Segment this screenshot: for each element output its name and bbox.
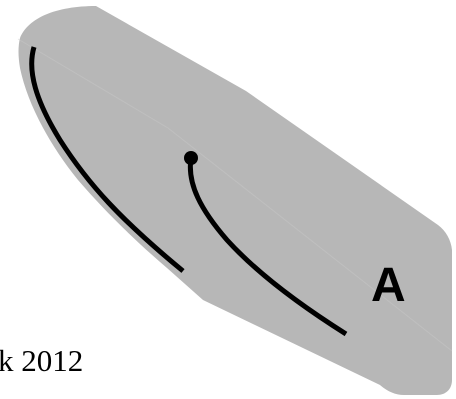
left-curve-line xyxy=(29,46,185,273)
gray-rounded-shape xyxy=(18,6,452,395)
right-curve-line xyxy=(187,157,348,337)
shape-seam xyxy=(17,38,453,352)
diagram-label-a: A xyxy=(371,259,406,312)
footer-text: k 2012 xyxy=(0,343,83,378)
